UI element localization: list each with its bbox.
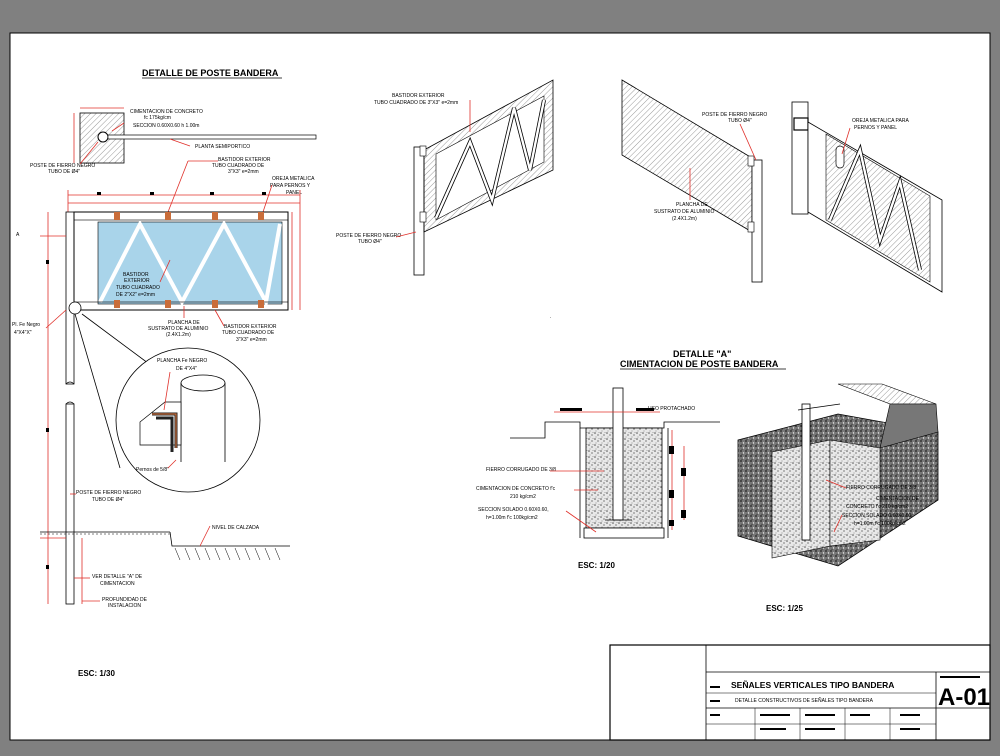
label-cimentacion-1: CIMENTACION DE CONCRETO (130, 109, 203, 115)
iso2-plancha-2: SUSTRATO DE ALUMINIO (654, 209, 714, 215)
label-plancha-fe-2: DE 4"X4" (176, 366, 197, 372)
label-plancha-3: (2.4X1.2m) (166, 332, 191, 338)
iso2-plancha-1: PLANCHA DE (676, 202, 708, 208)
iso-view-3: OREJA METALICA PARA PERNOS Y PANEL (791, 101, 943, 293)
iso3-oreja-1: OREJA METALICA PARA (852, 118, 909, 124)
iso-view-1: BASTIDOR EXTERIOR TUBO CUADRADO DE 3"X3"… (336, 79, 554, 276)
label-oreja-1: OREJA METALICA (272, 176, 315, 182)
label-fe-negro-1: Pl. Fe Negro (12, 322, 40, 328)
detail-a-scale: ESC: 1/20 (578, 561, 615, 570)
label-ver-detalle-2: CIMENTACION (100, 581, 135, 587)
label-plancha-1: PLANCHA DE (168, 320, 200, 326)
iso-solado-2: h=1.00m f'c 100kg/cm2 (854, 521, 906, 527)
left-scale: ESC: 1/30 (78, 669, 115, 678)
label-ver-detalle-1: VER DETALLE "A" DE (92, 574, 143, 580)
label-pernos: Pernos de 5/8" (136, 467, 169, 473)
label-poste-low-2: TUBO DE Ø4" (92, 497, 124, 503)
pole-lower (65, 403, 75, 605)
sheet-number: A-01 (938, 684, 990, 711)
label-oreja-2: PARA PERNOS Y (270, 183, 311, 189)
sign-truss (98, 219, 282, 308)
label-bastidor-bot-1: BASTIDOR EXTERIOR (224, 324, 277, 330)
label-calzada: NIVEL DE CALZADA (212, 525, 260, 531)
iso2-poste-2: TUBO Ø4" (728, 118, 752, 124)
label-plancha-2: SUSTRATO DE ALUMINIO (148, 326, 208, 332)
label-plancha-fe-1: PLANCHA Fe NEGRO (157, 358, 207, 364)
label-cimentacion-2: fc 175kg/cm (144, 115, 171, 121)
da-uso: USO PROTACHADO (648, 406, 695, 412)
label-a-mark: A (16, 232, 20, 238)
da-solado-2: h=1.00m f'c 100kg/cm2 (486, 515, 538, 521)
iso-cim-1: CIMENTACION DE (876, 496, 920, 502)
label-bastidor-in-1: BASTIDOR (123, 272, 149, 278)
label-bastidor-bot-2: TUBO CUADRADO DE (222, 330, 275, 336)
left-detail-title: DETALLE DE POSTE BANDERA (142, 68, 279, 78)
detail-a-title-2: CIMENTACION DE POSTE BANDERA (620, 359, 779, 369)
detail-a-title-1: DETALLE "A" (673, 349, 731, 359)
label-bastidor-in-3: TUBO CUADRADO (116, 285, 160, 291)
label-poste-top-2: TUBO DE Ø4" (48, 169, 80, 175)
iso3-oreja-2: PERNOS Y PANEL (854, 125, 897, 131)
label-poste-top-1: POSTE DE FIERRO NEGRO (30, 163, 95, 169)
title-block-title: SEÑALES VERTICALES TIPO BANDERA (731, 680, 894, 690)
da-cim-2: 210 kg/cm2 (510, 494, 536, 500)
iso2-plancha-3: (2.4X1.2m) (672, 216, 697, 222)
label-poste-low-1: POSTE DE FIERRO NEGRO (76, 490, 141, 496)
da-cim-1: CIMENTACION DE CONCRETO f'c (476, 486, 556, 492)
label-bastidor-top-2: TUBO CUADRADO DE (212, 163, 265, 169)
da-solado-1: SECCION SOLADO 0.60X0.60, (478, 507, 549, 513)
iso-scale: ESC: 1/25 (766, 604, 803, 613)
detail-a: DETALLE "A" CIMENTACION DE POSTE BANDERA… (476, 314, 939, 613)
iso-fierro: FIERRO CORRUGADO DE 3/8 (846, 485, 916, 491)
iso1-bastidor-2: TUBO CUADRADO DE 3"X3" e=2mm (374, 100, 458, 106)
label-bastidor-bot-3: 3"X3" e=2mm (236, 337, 267, 343)
label-bastidor-in-2: EXTERIOR (124, 278, 150, 284)
iso1-poste-1: POSTE DE FIERRO NEGRO (336, 233, 401, 239)
label-bastidor-in-4: DE 2"X2" e=2mm (116, 292, 155, 298)
left-detail: DETALLE DE POSTE BANDERA CIMENTACION DE … (12, 68, 317, 678)
label-profundidad-1: PROFUNDIDAD DE (102, 597, 148, 603)
label-fe-negro-2: 4"X4"X" (14, 330, 32, 336)
label-bastidor-top-3: 3"X3" e=2mm (228, 169, 259, 175)
iso1-poste-2: TUBO Ø4" (358, 239, 382, 245)
iso1-bastidor-1: BASTIDOR EXTERIOR (392, 93, 445, 99)
label-bastidor-top-1: BASTIDOR EXTERIOR (218, 157, 271, 163)
title-block-subtitle: DETALLE CONSTRUCTIVOS DE SEÑALES TIPO BA… (735, 697, 874, 704)
iso-solado-1: SECCION SOLADO 0.60X0.60 (842, 513, 911, 519)
da-fierro: FIERRO CORRUGADO DE 3/8 (486, 467, 556, 473)
center-mark: . (550, 314, 551, 320)
label-oreja-3: PANEL (286, 190, 302, 196)
label-profundidad-2: INSTALACION (108, 603, 141, 609)
foundation-section (585, 427, 663, 529)
pole-upper (65, 211, 75, 385)
label-cimentacion-3: SECCION 0.60X0.60 h 1.00m (133, 123, 199, 129)
iso-cim-2: CONCRETO f'c 210 kg/cm2 (846, 504, 908, 510)
iso2-poste-1: POSTE DE FIERRO NEGRO (702, 112, 767, 118)
label-planta: PLANTA SEMIPORTICO (195, 144, 250, 150)
iso-view-2: POSTE DE FIERRO NEGRO TUBO Ø4" PLANCHA D… (621, 79, 767, 283)
title-block: SEÑALES VERTICALES TIPO BANDERA DETALLE … (609, 644, 991, 741)
